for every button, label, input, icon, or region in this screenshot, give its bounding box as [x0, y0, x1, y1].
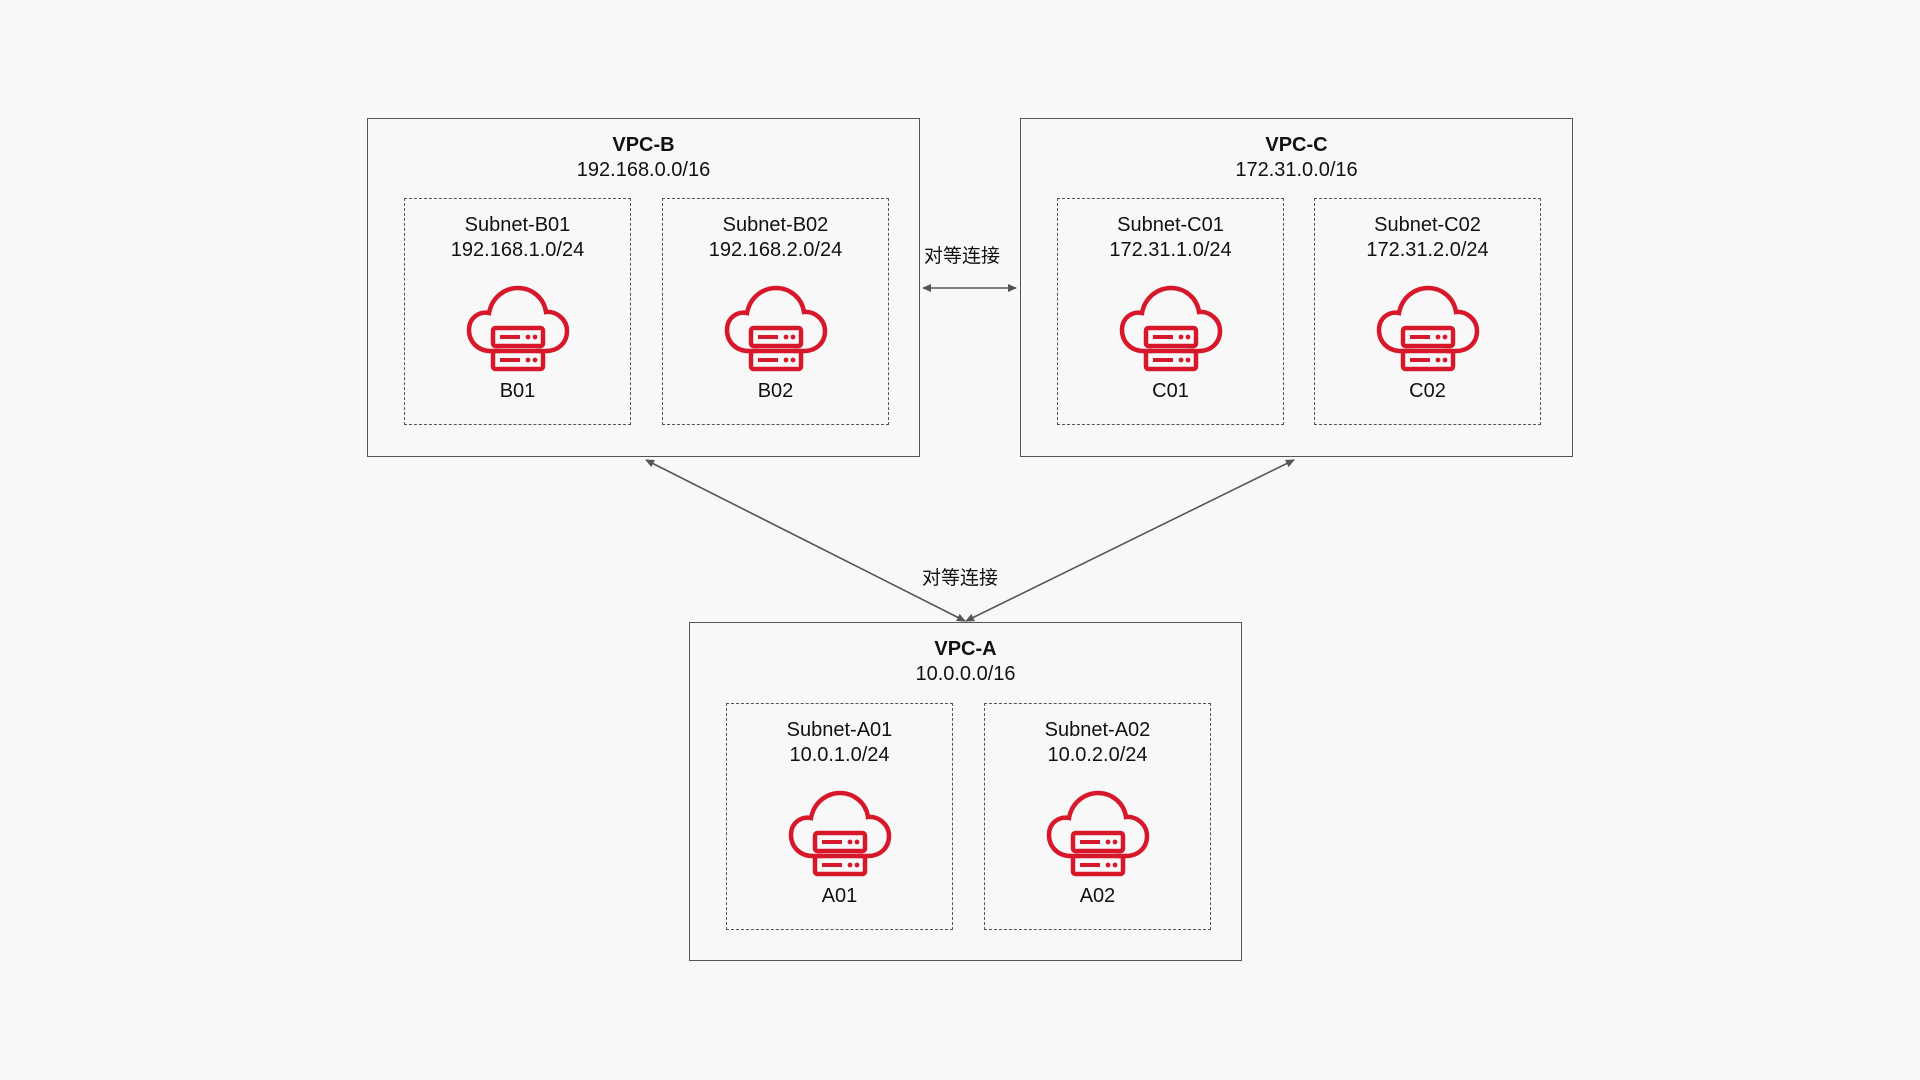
subnet-a02: Subnet-A02 10.0.2.0/24 A02 [984, 703, 1211, 930]
instance-label: B02 [757, 380, 794, 402]
subnet-name: Subnet-A02 [1044, 719, 1151, 741]
subnet-name: Subnet-B02 [722, 214, 829, 236]
cloud-server-icon [1046, 788, 1150, 878]
subnet-name: Subnet-B01 [464, 214, 571, 236]
instance-label: A02 [1079, 885, 1116, 907]
subnet-name: Subnet-C02 [1374, 214, 1481, 236]
subnet-b02: Subnet-B02 192.168.2.0/24 B02 [662, 198, 889, 425]
vpc-cidr: 172.31.0.0/16 [1235, 159, 1358, 181]
cloud-server-icon [1376, 283, 1480, 373]
vpc-cidr: 192.168.0.0/16 [576, 159, 711, 181]
subnet-cidr: 10.0.1.0/24 [789, 744, 890, 766]
peering-label-bottom: 对等连接 [922, 568, 999, 589]
cloud-server-icon [1119, 283, 1223, 373]
instance-label: C01 [1152, 380, 1189, 402]
cloud-server-icon [466, 283, 570, 373]
instance-label: A01 [821, 885, 858, 907]
peering-label-top: 对等连接 [924, 246, 1001, 267]
subnet-cidr: 172.31.1.0/24 [1109, 239, 1232, 261]
subnet-c02: Subnet-C02 172.31.2.0/24 C02 [1314, 198, 1541, 425]
vpc-a: VPC-A 10.0.0.0/16 Subnet-A01 10.0.1.0/24… [689, 622, 1242, 961]
vpc-title: VPC-A [934, 638, 997, 660]
peering-line-c-a [965, 459, 1295, 622]
subnet-cidr: 10.0.2.0/24 [1047, 744, 1148, 766]
cloud-server-icon [788, 788, 892, 878]
peering-line-b-a [645, 459, 966, 622]
vpc-b: VPC-B 192.168.0.0/16 Subnet-B01 192.168.… [367, 118, 920, 457]
subnet-cidr: 192.168.2.0/24 [708, 239, 843, 261]
cloud-server-icon [724, 283, 828, 373]
instance-label: B01 [499, 380, 536, 402]
vpc-c: VPC-C 172.31.0.0/16 Subnet-C01 172.31.1.… [1020, 118, 1573, 457]
subnet-c01: Subnet-C01 172.31.1.0/24 C01 [1057, 198, 1284, 425]
subnet-name: Subnet-A01 [786, 719, 893, 741]
vpc-title: VPC-B [612, 134, 675, 156]
subnet-cidr: 192.168.1.0/24 [450, 239, 585, 261]
vpc-cidr: 10.0.0.0/16 [915, 663, 1016, 685]
instance-label: C02 [1409, 380, 1446, 402]
subnet-cidr: 172.31.2.0/24 [1366, 239, 1489, 261]
subnet-b01: Subnet-B01 192.168.1.0/24 B01 [404, 198, 631, 425]
subnet-a01: Subnet-A01 10.0.1.0/24 A01 [726, 703, 953, 930]
subnet-name: Subnet-C01 [1117, 214, 1224, 236]
vpc-title: VPC-C [1265, 134, 1328, 156]
